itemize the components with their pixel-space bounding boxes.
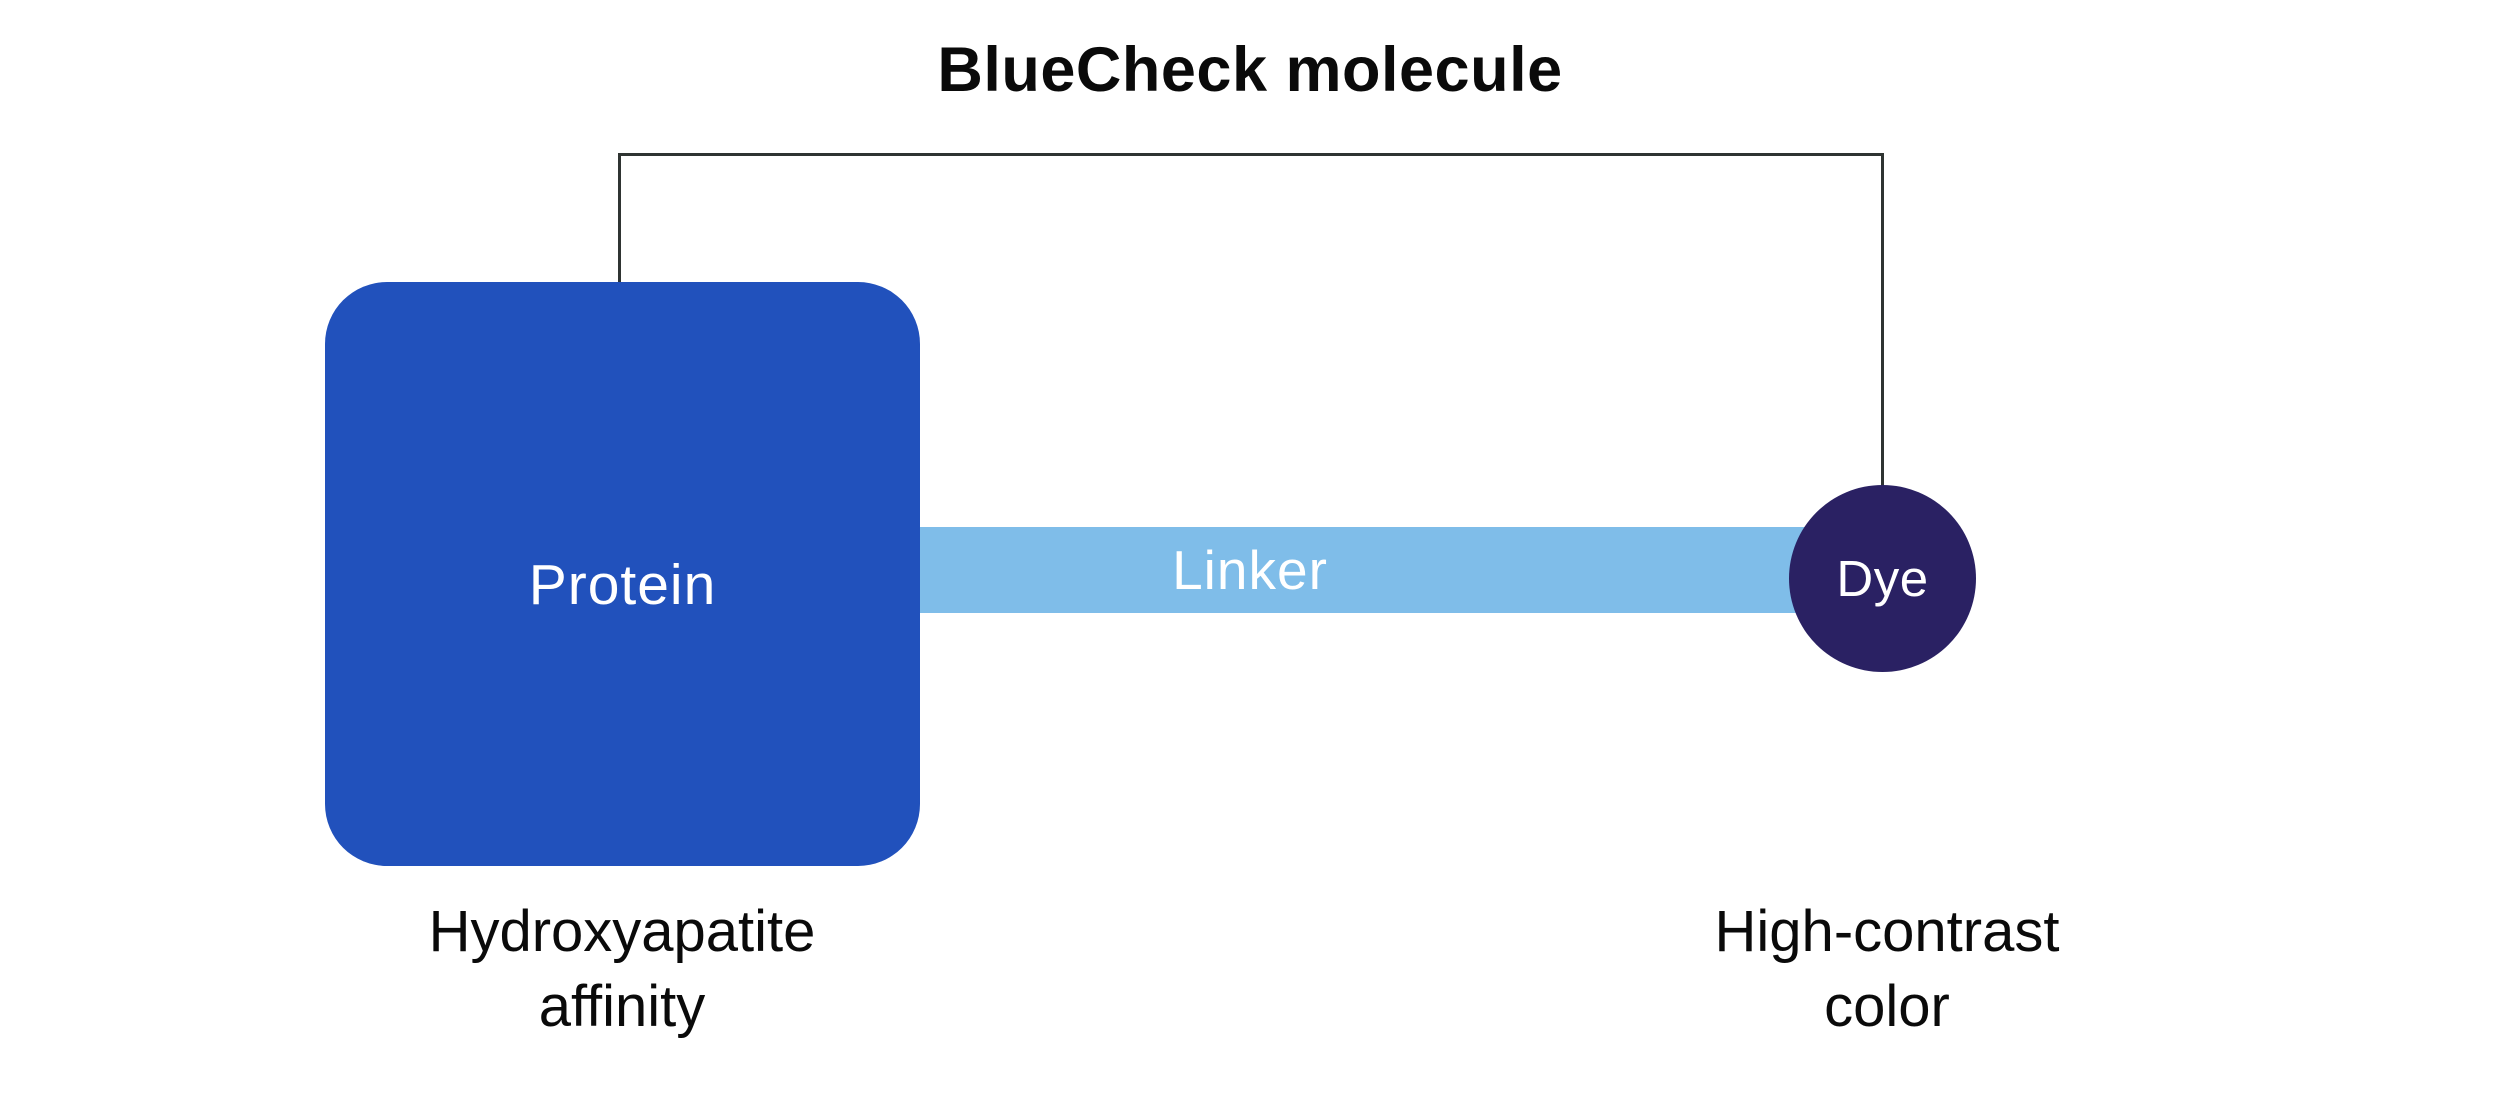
dye-node-label: Dye	[1836, 550, 1929, 607]
protein-node-label: Protein	[528, 553, 717, 617]
bracket-line-right-vertical	[1881, 153, 1884, 486]
protein-caption-line1: Hydroxyapatite	[428, 899, 816, 964]
bracket-line-left-vertical	[618, 153, 621, 284]
dye-node: Dye	[1789, 485, 1976, 672]
bracket-line-horizontal	[618, 153, 1884, 156]
protein-caption-line2: affinity	[538, 974, 706, 1039]
dye-caption-line1: High-contrast	[1714, 899, 2060, 964]
protein-caption: Hydroxyapatite affinity	[320, 894, 924, 1044]
protein-node: Protein	[325, 282, 920, 866]
linker-bar	[908, 527, 1885, 613]
dye-caption-line2: color	[1824, 974, 1950, 1039]
dye-caption: High-contrast color	[1585, 894, 2189, 1044]
diagram-title: BlueCheck molecule	[937, 35, 1563, 105]
